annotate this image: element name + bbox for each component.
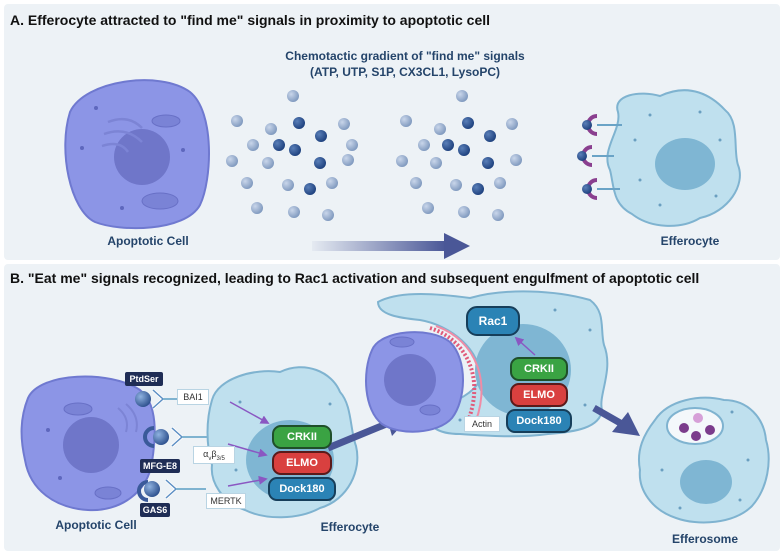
gradient-title: Chemotactic gradient of "find me" signal… — [270, 48, 540, 80]
apoptotic-cell-a — [64, 79, 210, 230]
mertk-label: MERTK — [206, 493, 246, 509]
dock180-pill: Dock180 — [268, 477, 336, 501]
gradient-title-line1: Chemotactic gradient of "find me" signal… — [285, 49, 525, 63]
crkii-pill-2: CRKII — [510, 357, 568, 381]
actin-label: Actin — [464, 416, 500, 432]
efferocyte-label-a: Efferocyte — [660, 234, 720, 248]
integrin-beta-sub: 3/5 — [216, 455, 225, 462]
efferosome-cell — [638, 396, 770, 524]
efferocyte-cell-a — [577, 89, 741, 227]
elmo-pill-2: ELMO — [510, 383, 568, 407]
efferocyte-label-b: Efferocyte — [320, 520, 380, 534]
integrin-label: αvβ3/5 — [193, 446, 235, 464]
gas6-tag: GAS6 — [140, 503, 170, 517]
ptdser-tag: PtdSer — [125, 372, 163, 386]
integrin-alpha-sub: v — [208, 455, 212, 462]
integrin-alpha: α — [203, 449, 209, 459]
elmo-pill: ELMO — [272, 451, 332, 475]
transition-arrow-2 — [592, 404, 640, 436]
find-me-signal-gradient — [226, 90, 522, 221]
bai1-label: BAI1 — [177, 389, 209, 405]
efferosome-label: Efferosome — [671, 532, 739, 546]
dock180-pill-2: Dock180 — [506, 409, 572, 433]
gradient-title-line2: (ATP, UTP, S1P, CX3CL1, LysoPC) — [309, 65, 501, 79]
apoptotic-cell-b — [20, 375, 156, 512]
panel-b-title: B. "Eat me" signals recognized, leading … — [10, 270, 700, 286]
apoptotic-cell-label-b: Apoptotic Cell — [55, 518, 137, 532]
apoptotic-cell-label-a: Apoptotic Cell — [107, 234, 189, 248]
rac1-pill: Rac1 — [466, 306, 520, 336]
mfge8-tag: MFG-E8 — [140, 459, 180, 473]
panel-a-title: A. Efferocyte attracted to "find me" sig… — [10, 12, 491, 28]
crkii-pill: CRKII — [272, 425, 332, 449]
gradient-arrow — [312, 233, 470, 259]
eat-me-signals — [135, 388, 208, 502]
integrin-beta: β — [211, 449, 217, 459]
